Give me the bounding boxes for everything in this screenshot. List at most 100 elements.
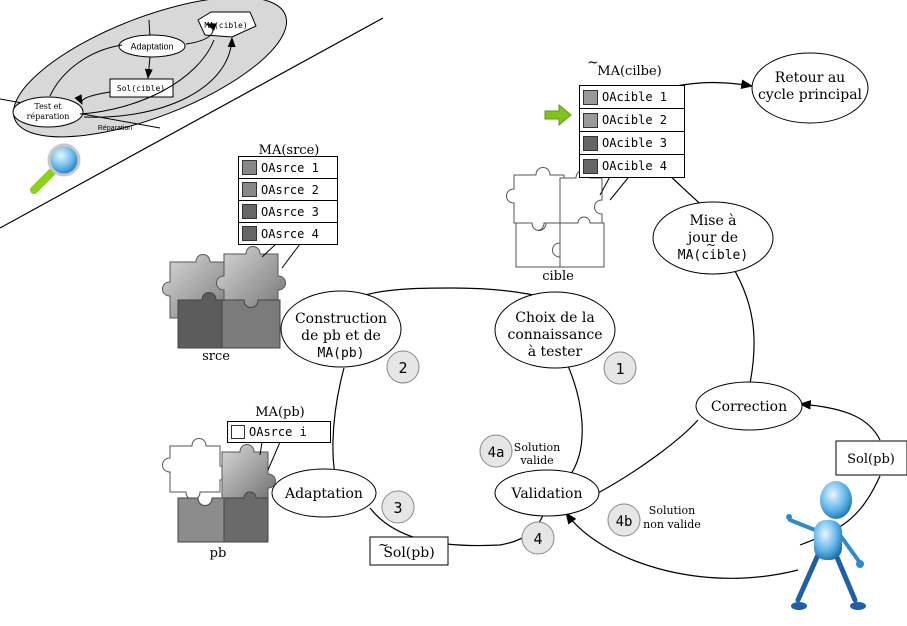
table-cell: OAsrce 3 xyxy=(261,204,319,219)
ma-srce-table: OAsrce 1 OAsrce 2 OAsrce 3 OAsrce 4 xyxy=(238,156,338,245)
step-badge-4: 4 xyxy=(521,521,555,555)
puzzle-label-srce: srce xyxy=(202,349,230,364)
table-row: OAcible 2 xyxy=(580,109,684,132)
ma-cible-table: OAcible 1 OAcible 2 OAcible 3 OAcible 4 xyxy=(579,85,685,178)
correction-label: Correction xyxy=(711,399,787,415)
tilde-mark: ~ xyxy=(706,238,716,252)
puzzle-piece-icon xyxy=(583,158,598,174)
mini-test-label: réparation xyxy=(27,112,70,121)
table-row: OAcible 4 xyxy=(580,155,684,177)
table-row: OAsrce 3 xyxy=(239,201,337,223)
note-solution-non-valide: non valide xyxy=(643,518,701,531)
correction-node xyxy=(695,381,803,431)
arrow-to-mise-a-jour xyxy=(726,257,755,394)
mise-a-jour-label: MA(cible) xyxy=(678,248,748,263)
retour-label: cycle principal xyxy=(758,87,863,103)
table-cell: OAsrce 1 xyxy=(261,160,319,175)
svg-text:3: 3 xyxy=(393,499,402,517)
mini-sol-cible-label: Sol(cible) xyxy=(117,84,165,93)
mini-adaptation-label: Adaptation xyxy=(130,42,173,52)
choix-label: à tester xyxy=(528,343,583,360)
user-figure-icon xyxy=(786,481,866,610)
validation-node xyxy=(494,469,600,517)
separator-line xyxy=(0,17,384,229)
puzzle-piece-icon xyxy=(583,112,598,128)
puzzle-piece-icon xyxy=(242,182,257,197)
puzzle-label-cible: cible xyxy=(542,269,574,284)
mini-reparation-label: Réparation xyxy=(98,125,132,132)
mini-arrow xyxy=(74,91,111,105)
magnifier-icon xyxy=(30,143,81,194)
mise-a-jour-label: jour de xyxy=(686,230,738,246)
table-row: OAsrce 2 xyxy=(239,179,337,201)
ma-cible-title-text: MA(cilbe) xyxy=(597,64,662,79)
table-cell: OAcible 2 xyxy=(602,113,668,127)
table-link xyxy=(267,441,281,471)
choix-label: connaissance xyxy=(508,327,603,343)
svg-text:4a: 4a xyxy=(488,445,505,461)
table-cell: OAsrce 4 xyxy=(261,226,319,241)
note-solution-valide: valide xyxy=(519,454,553,467)
pb-puzzle-icon xyxy=(162,438,276,543)
adaptation-label: Adaptation xyxy=(284,486,363,502)
retour-label: Retour au xyxy=(775,70,845,86)
puzzle-piece-icon xyxy=(242,160,257,175)
user-sol-link xyxy=(799,475,881,546)
puzzle-piece-icon xyxy=(231,425,245,439)
tilde-mark: ~ xyxy=(587,55,599,71)
puzzle-piece-icon xyxy=(583,135,598,151)
table-cell: OAcible 1 xyxy=(602,90,668,104)
table-link xyxy=(281,243,301,269)
table-cell: OAsrce 2 xyxy=(261,182,319,197)
arrow-to-correction xyxy=(798,400,881,441)
mini-arrow xyxy=(185,23,217,45)
ma-cible-title: MA(cilbe) xyxy=(582,64,677,79)
table-link xyxy=(261,243,277,258)
adaptation-node xyxy=(271,468,377,518)
sol-pb-tilde-label: Sol(pb) xyxy=(383,545,434,561)
construction-label: de pb et de xyxy=(301,328,381,344)
ma-pb-table: OAsrce i xyxy=(227,421,331,443)
table-row: OAsrce i xyxy=(228,422,330,442)
ma-srce-title: MA(srce) xyxy=(258,143,320,158)
mise-a-jour-label: Mise à xyxy=(689,212,736,229)
retour-node xyxy=(751,52,869,124)
arrow-to-validation xyxy=(565,512,799,579)
puzzle-piece-icon xyxy=(583,89,598,105)
mini-ma-cible-label: MA(cible) xyxy=(204,21,247,30)
construction-label: Construction xyxy=(295,311,387,327)
table-row: OAsrce 1 xyxy=(239,157,337,179)
table-row: OAsrce 4 xyxy=(239,223,337,244)
step-badge-3: 3 xyxy=(381,490,415,524)
step-badge-4a: 4a xyxy=(479,434,513,468)
mise-a-jour-node xyxy=(652,201,774,275)
mini-test-node xyxy=(12,96,84,128)
current-item-arrow-icon xyxy=(544,103,572,127)
step-badge-1: 1 xyxy=(603,351,637,385)
table-row: OAcible 1 xyxy=(580,86,684,109)
mini-arrow xyxy=(144,56,153,79)
table-cell: OAcible 4 xyxy=(602,159,668,173)
mini-arrow xyxy=(83,37,236,118)
table-row: OAcible 3 xyxy=(580,132,684,155)
ma-pb-title: MA(pb) xyxy=(255,405,305,420)
mini-arrow xyxy=(79,39,215,115)
puzzle-piece-icon xyxy=(242,226,257,241)
mini-map: Adaptation MA(cible) Sol(cible) Test et … xyxy=(0,0,384,229)
step-badge-4b: 4b xyxy=(607,503,641,537)
puzzle-piece-icon xyxy=(242,204,257,219)
svg-text:4b: 4b xyxy=(616,514,633,530)
table-link xyxy=(259,441,263,456)
cycle-arc xyxy=(562,354,583,479)
sol-pb-user-label: Sol(pb) xyxy=(847,452,895,467)
svg-text:4: 4 xyxy=(533,530,542,548)
table-cell: OAcible 3 xyxy=(602,136,668,150)
construction-node xyxy=(280,290,402,368)
mini-sol-cible-box xyxy=(109,78,174,98)
mini-test-label: Test et xyxy=(34,102,62,111)
tilde-mark: ~ xyxy=(378,538,389,553)
note-solution-non-valide: Solution xyxy=(649,504,695,517)
sol-pb-user-box xyxy=(835,440,907,476)
sol-pb-tilde-box xyxy=(369,536,449,566)
mini-arrow xyxy=(49,44,123,97)
